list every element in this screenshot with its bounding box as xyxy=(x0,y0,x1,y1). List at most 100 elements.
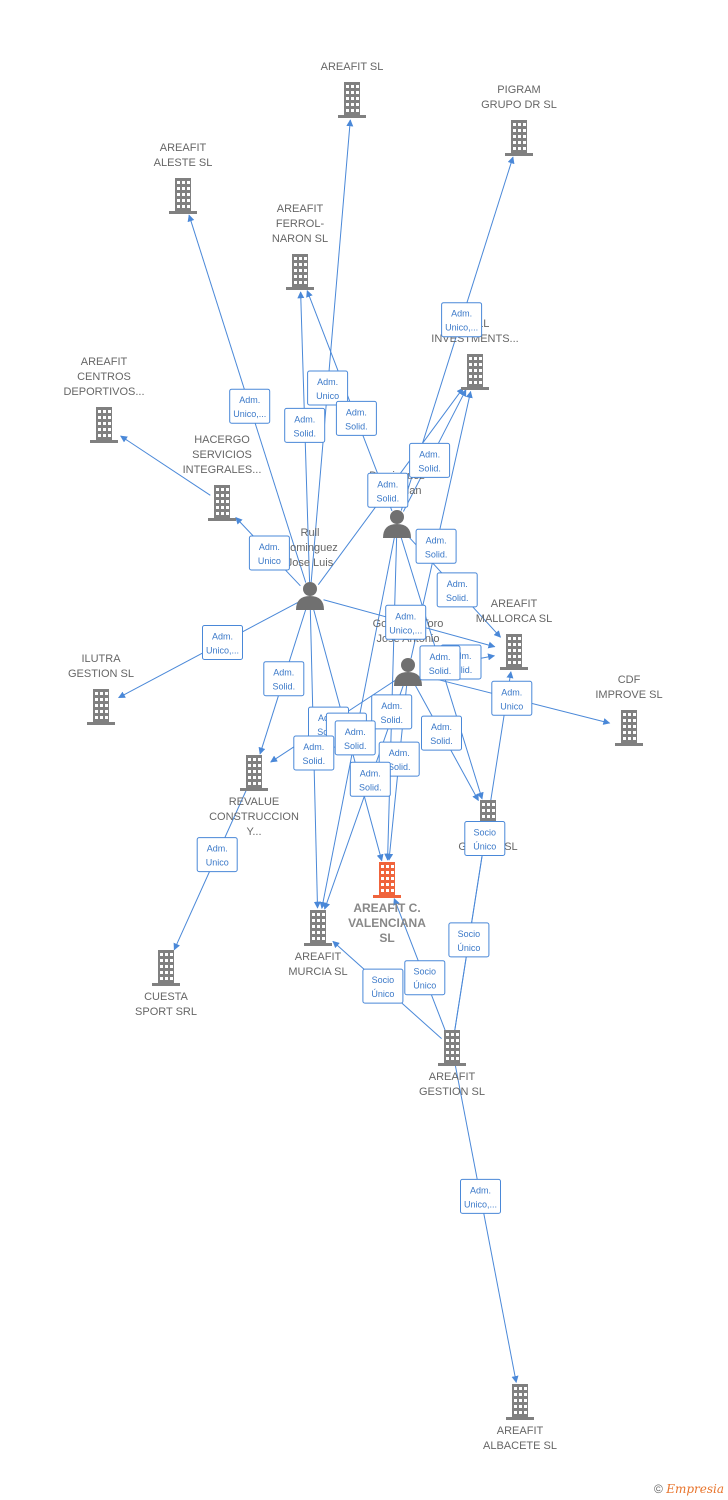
edge-label-box xyxy=(460,1178,501,1214)
node-label-line: CENTROS xyxy=(77,371,131,383)
edge-label-text: Adm. xyxy=(360,768,381,778)
person-icon xyxy=(296,582,324,610)
company-node-aleste[interactable]: AREAFIT ALESTE SL xyxy=(154,142,213,214)
node-label-line: AREAFIT xyxy=(429,1071,476,1083)
edge-label-rull-murcia[interactable]: Adm.Solid. xyxy=(293,735,335,771)
edge-label-sebastian-mall[interactable]: Adm.Solid. xyxy=(409,442,451,478)
edge-label-text: Solid. xyxy=(273,682,296,692)
edge-label-text: Unico,... xyxy=(206,646,239,656)
edge-label-box xyxy=(409,442,451,478)
node-label-line: ALESTE SL xyxy=(154,157,213,169)
node-label-line: Rull xyxy=(301,527,320,539)
edge-label-text: Adm. xyxy=(259,542,280,552)
edge-label-rull-areafit[interactable]: Adm.Unico xyxy=(307,370,349,406)
edge-label-gestion-albacete[interactable]: Adm.Unico,... xyxy=(460,1178,501,1214)
edge-label-text: Adm. xyxy=(377,479,398,489)
edge-label-text: Solid. xyxy=(303,756,326,766)
company-node-centros[interactable]: AREAFITCENTROSDEPORTIVOS... xyxy=(63,356,145,443)
edge-label-box xyxy=(362,968,404,1004)
edge-label-rull-ferrol[interactable]: Adm.Solid. xyxy=(284,407,326,443)
company-node-areafit[interactable]: AREAFIT SL xyxy=(321,61,384,118)
edge-label-jose-cdf[interactable]: Adm.Unico xyxy=(491,680,533,716)
company-node-gestion[interactable]: AREAFIT GESTION SL xyxy=(419,1030,485,1098)
edge-label-text: Adm. xyxy=(395,611,416,621)
edge-label-text: Solid. xyxy=(345,421,368,431)
edge-label-rull-ilutra[interactable]: Adm.Unico,... xyxy=(202,625,243,660)
edge-label-sebastian-mallorca[interactable]: Adm.Solid. xyxy=(436,572,478,608)
edge-label-box xyxy=(196,837,238,873)
edge-label-box xyxy=(436,572,478,608)
edge-label-text: Solid. xyxy=(418,463,441,473)
edge-label-box xyxy=(404,960,446,996)
building-icon xyxy=(373,862,401,898)
node-label-line: HACERGO xyxy=(194,434,250,446)
node-label-line: CONSTRUCCION xyxy=(209,811,299,823)
edge-label-text: Unico,... xyxy=(445,323,478,333)
edge-label-jose-murcia[interactable]: Adm. Solid. xyxy=(349,761,391,797)
node-label-line: INTEGRALES... xyxy=(183,464,262,476)
node-label-line: PIGRAM xyxy=(497,84,540,96)
edge-label-sebastian-murcia[interactable]: Adm.Solid. xyxy=(334,720,376,756)
node-label-line: Dominguez xyxy=(282,542,338,554)
edge-label-box xyxy=(349,761,391,797)
node-label-line: AREAFIT xyxy=(81,356,128,368)
edge-label-jose-galicia[interactable]: Adm. Solid. xyxy=(421,715,462,751)
edge-label-rull-aleste[interactable]: Adm.Unico,... xyxy=(229,388,271,424)
edge-label-text: Solid. xyxy=(430,736,453,746)
edge-label-jose-mall[interactable]: Adm.Solid. xyxy=(415,528,457,564)
edge-label-rull-mall[interactable]: Adm.Solid. xyxy=(367,472,409,508)
edge-label-rull-mallorca[interactable]: Adm. Unico,... xyxy=(385,604,427,640)
footer-brand[interactable]: © Empresia xyxy=(654,1482,724,1496)
edge-label-text: Adm. xyxy=(239,395,260,405)
building-icon xyxy=(438,1030,466,1066)
building-icon xyxy=(615,710,643,746)
node-label-line: AREAFIT xyxy=(295,951,342,963)
edge-label-text: Adm. xyxy=(470,1185,491,1195)
edge-label-text: Único xyxy=(457,943,480,953)
edge-label-text: Único xyxy=(413,981,436,991)
edge-label-text: Socio xyxy=(474,828,497,838)
company-node-hacergo[interactable]: HACERGOSERVICIOSINTEGRALES... xyxy=(183,434,262,521)
node-label-line: Jose Luis xyxy=(287,557,334,569)
building-icon xyxy=(87,689,115,725)
edge-label-rull-hacergo[interactable]: Adm.Unico xyxy=(248,535,290,571)
building-icon xyxy=(152,950,180,986)
edge-label-box xyxy=(367,472,409,508)
edge-label-sebastian-pigram[interactable]: Adm.Unico,... xyxy=(441,302,483,338)
edge-label-text: Socio xyxy=(458,929,481,939)
node-label-line: SPORT SRL xyxy=(135,1006,197,1018)
node-label-line: AREAFIT SL xyxy=(321,61,384,73)
edge-label-text: Adm. xyxy=(450,651,471,661)
edge-label-sebastian-galicia[interactable]: Adm.Solid. xyxy=(419,645,461,681)
edge-label-revalue-cuesta[interactable]: Adm.Unico xyxy=(196,837,238,873)
edge-label-text: Solid. xyxy=(359,782,382,792)
edge-label-text: Adm. xyxy=(431,722,452,732)
edge-label-text: Unico,... xyxy=(389,625,422,635)
edge-label-sebastian-valenciana[interactable]: Adm.Solid. xyxy=(371,694,413,730)
node-label-line: ILUTRA xyxy=(81,653,121,665)
building-icon xyxy=(286,254,314,290)
building-icon xyxy=(500,634,528,670)
edge-label-text: Unico xyxy=(316,391,339,401)
edge-label-text: Solid. xyxy=(293,428,316,438)
edge-label-text: Adm. xyxy=(345,727,366,737)
node-label-line: GESTION SL xyxy=(419,1086,485,1098)
edge-label-rull-revalue[interactable]: Adm.Solid. xyxy=(263,661,305,697)
node-label-line: AREAFIT xyxy=(160,142,207,154)
company-node-revalue[interactable]: REVALUECONSTRUCCIONY... xyxy=(209,755,299,838)
edge-label-sebastian-ferrol[interactable]: Adm.Solid. xyxy=(335,400,377,436)
